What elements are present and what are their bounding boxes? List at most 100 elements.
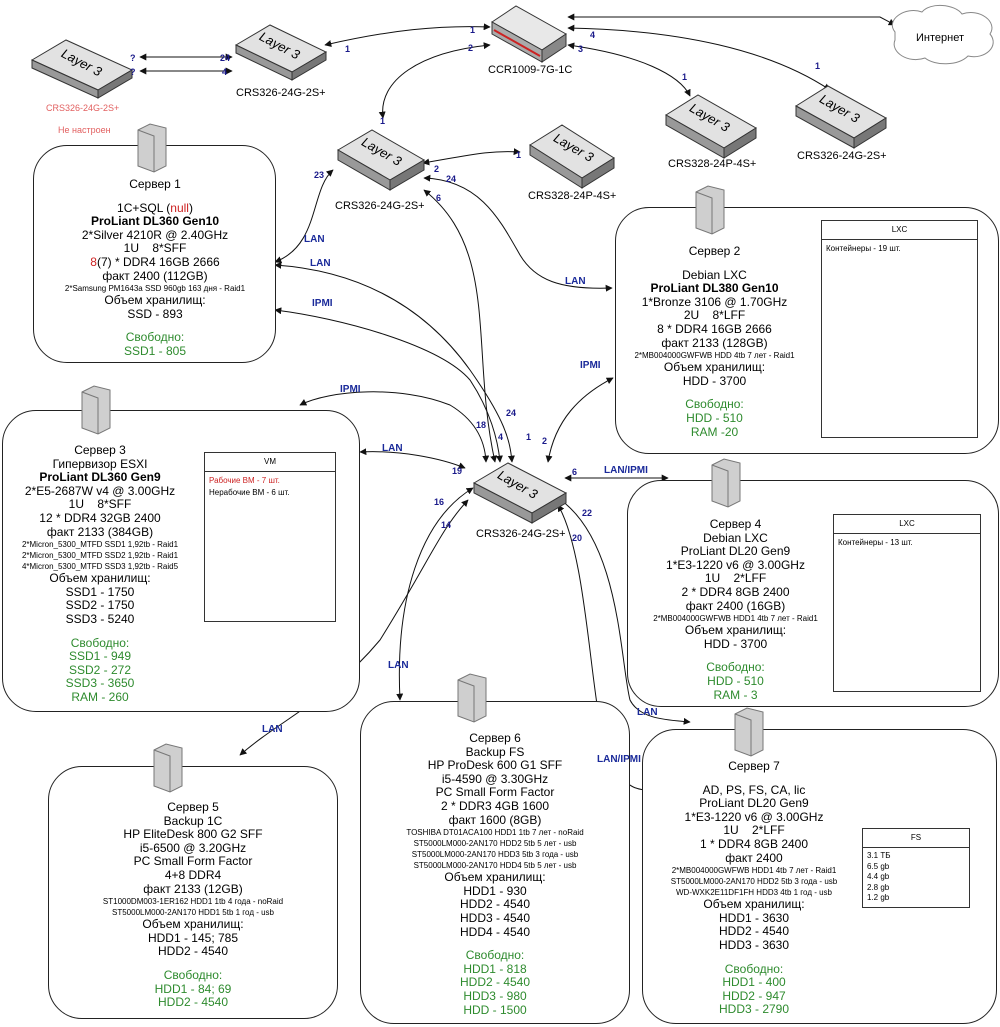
switch-mid-right-caption: CRS328-24P-4S+ — [528, 190, 617, 202]
server3-free: SSD2 - 272 — [68, 662, 132, 677]
server3-disk: 2*Micron_5300_MTFD SSD2 1,92tb - Raid1 — [21, 551, 179, 561]
switch-right2-caption: CRS326-24G-2S+ — [797, 150, 887, 162]
server2-free-hdd: HDD - 510 — [686, 410, 743, 425]
server7-panel-line: 2.8 gb — [867, 882, 890, 892]
switch-right1-icon — [665, 94, 757, 159]
server7-panel-line: 6.5 gb — [867, 861, 890, 871]
server1-box — [33, 145, 276, 363]
server2-storage-heading: Объем хранилищ: — [663, 360, 766, 375]
server6-storage: HDD3 - 4540 — [459, 910, 531, 925]
link-label-lan: LAN — [382, 443, 403, 454]
server2-free-heading: Свободно: — [685, 397, 744, 412]
switch-right1-caption: CRS328-24P-4S+ — [668, 158, 757, 170]
port-label: 23 — [314, 170, 325, 180]
server4-form: 1U 2*LFF — [704, 571, 767, 586]
server5-free: HDD2 - 4540 — [157, 995, 229, 1010]
server6-storage: HDD4 - 4540 — [459, 924, 531, 939]
server7-ram-fact: факт 2400 — [725, 850, 783, 865]
server2-panel-line: Контейнеры - 19 шт. — [826, 244, 901, 253]
port-label: 1 — [815, 61, 821, 71]
server2-form: 2U 8*LFF — [683, 308, 746, 323]
server7-free: HDD3 - 2790 — [718, 1002, 790, 1017]
server7-free: HDD2 - 947 — [722, 988, 786, 1003]
port-label: 22 — [582, 508, 593, 518]
server7-storage: HDD2 - 4540 — [718, 924, 790, 939]
server3-ram-fact: факт 2133 (384GB) — [46, 524, 154, 539]
internet-cloud-label: Интернет — [916, 32, 964, 44]
server3-cpu: 2*E5-2687W v4 @ 3.00GHz — [24, 483, 176, 498]
server1-storage: SSD - 893 — [127, 306, 183, 321]
port-label: 20 — [572, 533, 583, 543]
port-label: 1 — [682, 72, 688, 82]
switch-right2-icon — [795, 85, 887, 149]
server3-free: RAM - 260 — [71, 689, 129, 704]
server2-details: Сервер 2 Debian LXC ProLiant DL380 Gen10… — [612, 244, 817, 439]
server6-free-heading: Свободно: — [465, 948, 525, 963]
port-label: 1 — [516, 150, 522, 160]
server5-storage: HDD1 - 145; 785 — [147, 930, 239, 945]
port-label: 4 — [590, 30, 596, 40]
switch-unconfigured-caption: CRS326-24G-2S+ — [46, 103, 120, 113]
switch-top-left-caption: CRS326-24G-2S+ — [236, 87, 326, 99]
server4-title: Сервер 4 — [709, 517, 762, 531]
port-label: 2 — [542, 436, 548, 446]
server5-free: HDD1 - 84; 69 — [154, 981, 232, 996]
server5-details: Сервер 5 Backup 1C HP EliteDesk 800 G2 S… — [50, 800, 336, 1010]
server7-panel-line: 4.4 gb — [867, 872, 890, 881]
server1-disk: 2*Samsung PM1643a SSD 960gb 163 дня - Ra… — [64, 284, 246, 294]
server3-form: 1U 8*SFF — [68, 497, 132, 512]
port-label: 24 — [506, 408, 517, 418]
port-label: 24 — [220, 53, 231, 63]
unconfigured-note: Не настроен — [58, 125, 111, 135]
server7-model: ProLiant DL20 Gen9 — [699, 796, 809, 811]
server3-free: SSD3 - 3650 — [65, 676, 135, 691]
server7-panel-list: 3.1 ТБ 6.5 gb 4.4 gb 2.8 gb 1.2 gb — [863, 848, 969, 907]
server-tower-icon — [153, 743, 183, 793]
server4-disk: 2*MB004000GWFWB HDD1 4tb 7 лет - Raid1 — [653, 614, 818, 624]
server-tower-icon — [734, 707, 764, 757]
server7-storage: HDD1 - 3630 — [718, 910, 790, 925]
server7-role: AD, PS, FS, CA, lic — [702, 782, 806, 797]
server4-free-heading: Свободно: — [706, 660, 765, 675]
server3-disk: 4*Micron_5300_MTFD SSD3 1,92tb - Raid5 — [21, 562, 179, 572]
server6-details: Сервер 6 Backup FS HP ProDesk 600 G1 SFF… — [362, 731, 628, 1017]
server4-model: ProLiant DL20 Gen9 — [680, 544, 791, 559]
server6-form: PC Small Form Factor — [435, 785, 555, 800]
link-label-ipmi: IPMI — [312, 298, 333, 309]
server7-details: Сервер 7 AD, PS, FS, CA, lic ProLiant DL… — [644, 759, 864, 1017]
server2-disk: 2*MB004000GWFWB HDD 4tb 7 лет - Raid1 — [634, 351, 795, 361]
server1-model: ProLiant DL360 Gen10 — [90, 214, 220, 229]
port-label: 4 — [222, 67, 228, 77]
server2-os: Debian LXC — [682, 267, 747, 282]
server5-box — [48, 766, 338, 1019]
port-label: ? — [130, 53, 136, 63]
server2-storage: HDD - 3700 — [682, 373, 747, 388]
server5-storage: HDD2 - 4540 — [157, 944, 229, 959]
server7-panel-line: 1.2 gb — [867, 893, 890, 902]
switch-unconfigured-icon — [30, 39, 134, 99]
port-label: 1 — [526, 432, 532, 442]
server6-free: HDD3 - 980 — [463, 988, 527, 1003]
server6-free: HDD - 1500 — [463, 1002, 527, 1017]
server4-ram-fact: факт 2400 (16GB) — [685, 598, 786, 613]
server1-ram-fact: факт 2400 (112GB) — [102, 268, 208, 283]
server1-cpu: 2*Silver 4210R @ 2.40GHz — [81, 227, 229, 242]
server7-free: HDD1 - 400 — [722, 975, 786, 990]
server3-model: ProLiant DL360 Gen9 — [39, 470, 161, 485]
server5-storage-heading: Объем хранилищ: — [142, 917, 244, 932]
switch-mid-caption: CRS326-24G-2S+ — [335, 200, 425, 212]
server7-fs-panel: FS 3.1 ТБ 6.5 gb 4.4 gb 2.8 gb 1.2 gb — [862, 828, 970, 908]
server1-role: 1С+SQL (null) — [117, 200, 193, 215]
link-label-ipmi: IPMI — [340, 384, 361, 395]
port-label: ? — [130, 67, 136, 77]
server3-disk: 2*Micron_5300_MTFD SSD1 1,92tb - Raid1 — [21, 540, 179, 550]
server4-details: Сервер 4 Debian LXC ProLiant DL20 Gen9 1… — [628, 517, 843, 702]
server7-ram: 1 * DDR4 8GB 2400 — [699, 836, 809, 851]
link-label-lan-ipmi: LAN/IPMI — [597, 754, 641, 765]
server3-panel-line: Рабочие ВМ - 7 шт. — [209, 476, 280, 485]
server1-form: 1U 8*SFF — [123, 241, 187, 256]
server-tower-icon — [711, 458, 741, 508]
server4-storage-heading: Объем хранилищ: — [684, 623, 787, 638]
server6-title: Сервер 6 — [469, 731, 521, 745]
